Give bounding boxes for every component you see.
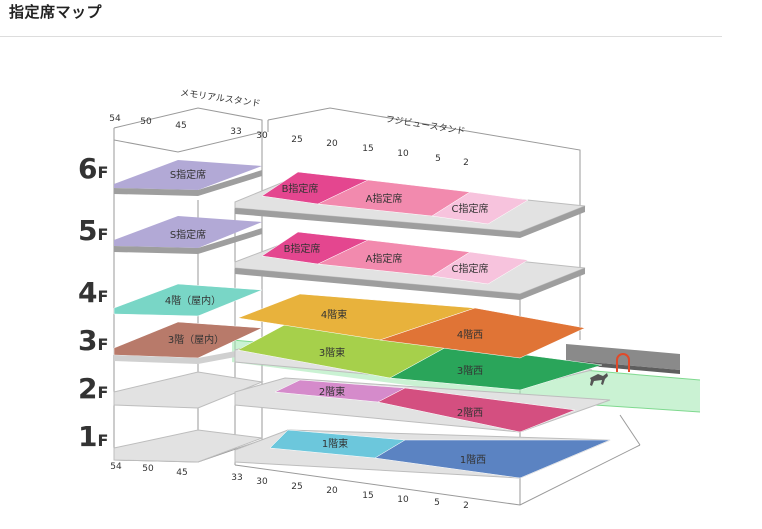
horse-icon [590, 373, 608, 386]
tick-label: 30 [256, 131, 268, 141]
tick-label: 2 [463, 501, 469, 511]
floor-label-5: 5F [78, 214, 108, 247]
tick-label: 50 [142, 464, 154, 474]
section-label: 4階東 [321, 308, 347, 321]
page-header: 指定席マップ [0, 0, 722, 37]
gate-icon [616, 353, 630, 372]
section-label: 3階西 [457, 365, 483, 377]
tick-label: 54 [109, 114, 121, 124]
section-label: 4階（屋内） [165, 294, 221, 307]
tick-label: 25 [291, 135, 302, 145]
memorial-top-ticks: 54 50 45 33 [109, 114, 241, 137]
section-label: C指定席 [452, 262, 489, 275]
tick-label: 20 [326, 139, 338, 149]
section-label: 2階東 [319, 385, 345, 398]
section-f4-memorial[interactable] [113, 283, 263, 317]
fujiview-stand-label: フジビュースタンド [385, 114, 466, 137]
fujiview-bottom-ticks: 33 30 25 20 15 10 5 2 [231, 473, 469, 511]
floor-1: 1階東 1階西 [113, 429, 611, 479]
tick-label: 33 [231, 473, 242, 483]
floor-label-6: 6F [78, 152, 108, 185]
floor-2: 2階東 2階西 [113, 371, 611, 433]
floor-4: 4階（屋内） 4階東 4階西 [113, 283, 586, 359]
section-label: 1階西 [460, 454, 486, 466]
floor-label-1: 1F [78, 420, 108, 453]
tick-label: 45 [175, 121, 186, 131]
section-label: A指定席 [366, 192, 403, 205]
tick-label: 5 [435, 154, 441, 164]
memorial-stand-label: メモリアルスタンド [180, 87, 262, 109]
section-label: S指定席 [170, 228, 206, 241]
tick-label: 54 [110, 462, 122, 472]
fujiview-top-ticks: 30 25 20 15 10 5 2 [256, 131, 469, 168]
memorial-bottom-ticks: 54 50 45 [110, 462, 187, 478]
section-label: B指定席 [282, 182, 319, 195]
tick-label: 33 [230, 127, 241, 137]
section-f2-west[interactable] [377, 387, 576, 433]
floor-3: 3階（屋内） 3階東 3階西 [113, 321, 603, 391]
tick-label: 2 [463, 158, 469, 168]
floor-label-4: 4F [78, 276, 108, 309]
tick-label: 5 [434, 498, 440, 508]
tick-label: 10 [397, 495, 409, 505]
section-f3-west[interactable] [389, 344, 603, 391]
floor-6: S指定席 B指定席 A指定席 C指定席 [114, 160, 586, 238]
tick-label: 50 [140, 117, 152, 127]
section-label: B指定席 [284, 242, 321, 255]
section-f1-west[interactable] [374, 439, 611, 479]
stand-roof-bar [566, 344, 680, 374]
tick-label: 45 [176, 468, 187, 478]
tick-label: 30 [256, 477, 268, 487]
section-label: 4階西 [457, 329, 483, 341]
section-f4-west[interactable] [379, 307, 586, 359]
section-f3-memorial[interactable] [113, 321, 263, 359]
page-title: 指定席マップ [9, 3, 103, 21]
section-f6-c[interactable] [431, 191, 529, 225]
floor-label-2: 2F [78, 372, 108, 405]
section-label: 3階東 [319, 346, 345, 359]
section-label: S指定席 [170, 168, 206, 181]
section-label: 1階東 [322, 437, 348, 450]
section-label: C指定席 [452, 202, 489, 215]
section-f5-c[interactable] [431, 251, 529, 285]
section-label: 2階西 [457, 407, 483, 419]
floor-labels: 6F 5F 4F 3F 2F 1F [78, 152, 108, 453]
tick-label: 10 [397, 149, 409, 159]
section-label: 3階（屋内） [168, 333, 224, 346]
floor-label-3: 3F [78, 324, 108, 357]
section-label: A指定席 [366, 252, 403, 265]
tick-label: 15 [362, 491, 373, 501]
tick-label: 15 [362, 144, 373, 154]
floor-5: S指定席 B指定席 A指定席 C指定席 [114, 216, 586, 300]
tick-label: 20 [326, 486, 338, 496]
tick-label: 25 [291, 482, 302, 492]
